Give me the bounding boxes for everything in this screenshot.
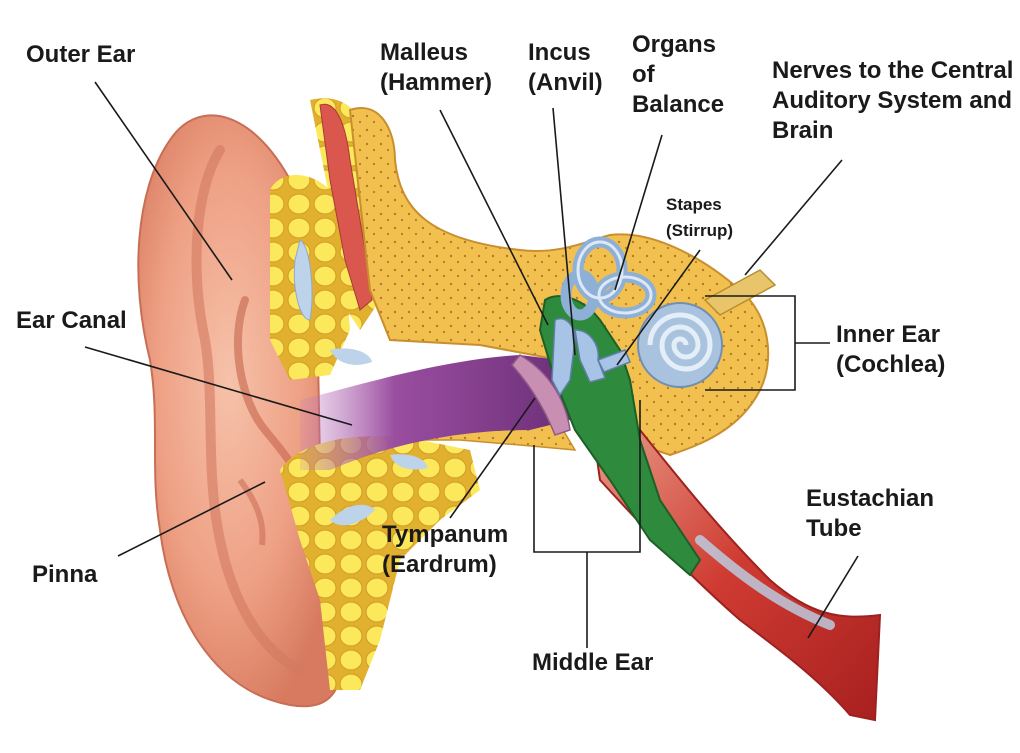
- tympanum-line-2: (Eardrum): [382, 551, 497, 578]
- nerves-line-2: Auditory System and: [772, 87, 1013, 114]
- eustachian-tube-label: Eustachian Tube: [806, 484, 934, 544]
- outer-ear-line-1: Outer Ear: [26, 41, 136, 68]
- middle-ear-line-1: Middle Ear: [532, 649, 654, 676]
- stapes-line-1: Stapes: [666, 195, 722, 214]
- eustachian-line-2: Tube: [806, 515, 862, 542]
- middle-ear-label: Middle Ear: [532, 648, 653, 678]
- leader-lines: [84, 81, 859, 648]
- inner-ear-label: Inner Ear (Cochlea): [836, 320, 945, 380]
- incus-label: Incus (Anvil): [528, 38, 603, 98]
- tympanum-label: Tympanum (Eardrum): [382, 520, 508, 580]
- organs-of-balance-label: Organs of Balance: [632, 30, 724, 120]
- pinna-label: Pinna: [32, 560, 97, 590]
- inner-ear-line-2: (Cochlea): [836, 351, 946, 378]
- eustachian-line-1: Eustachian: [806, 485, 935, 512]
- tympanum-line-1: Tympanum: [382, 521, 509, 548]
- inner-ear-line-1: Inner Ear: [836, 321, 941, 348]
- nerves-label: Nerves to the Central Auditory System an…: [772, 56, 1013, 146]
- stapes-line-2: (Stirrup): [666, 221, 734, 240]
- organs-line-2: of: [632, 61, 655, 88]
- malleus-line-2: (Hammer): [380, 69, 493, 96]
- malleus-label: Malleus (Hammer): [380, 38, 492, 98]
- eardrum-shape: [511, 354, 571, 436]
- nerves-line-3: Brain: [772, 117, 834, 144]
- ear-canal-shape: [300, 355, 570, 470]
- stapes-label: Stapes (Stirrup): [666, 192, 733, 244]
- malleus-line-1: Malleus: [380, 39, 469, 66]
- incus-line-1: Incus: [528, 39, 591, 66]
- organs-line-1: Organs: [632, 31, 717, 58]
- ear-canal-label: Ear Canal: [16, 306, 127, 336]
- ear-canal-line-1: Ear Canal: [16, 307, 127, 334]
- outer-ear-label: Outer Ear: [26, 40, 135, 70]
- pinna-line-1: Pinna: [32, 561, 98, 588]
- organs-line-3: Balance: [632, 91, 725, 118]
- cochlea-shape: [637, 302, 723, 388]
- incus-line-2: (Anvil): [528, 69, 603, 96]
- auditory-nerve: [703, 269, 777, 316]
- muscle-strip: [319, 103, 373, 311]
- nerves-line-1: Nerves to the Central: [772, 57, 1014, 84]
